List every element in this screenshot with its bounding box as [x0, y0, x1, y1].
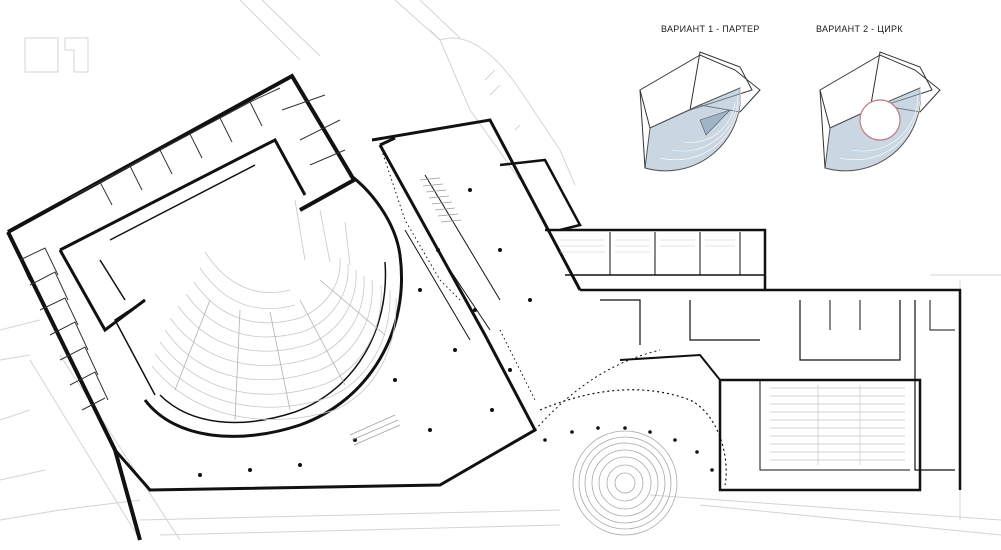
canopy-columns	[543, 426, 714, 472]
variant-2-label: ВАРИАНТ 2 - ЦИРК	[816, 24, 903, 34]
auditorium-shell	[113, 144, 537, 492]
right-hall	[718, 378, 922, 492]
seating-aisles	[174, 279, 386, 421]
right-hall-seating	[770, 385, 905, 465]
foyer-glazing	[379, 144, 536, 401]
right-wing	[545, 228, 962, 490]
right-wing-seating	[560, 239, 735, 253]
left-wing	[6, 73, 357, 541]
variant-1-diagram	[639, 51, 761, 172]
foyer-block	[371, 118, 582, 341]
circular-plaza	[572, 430, 678, 536]
variant-1-label: ВАРИАНТ 1 - ПАРТЕР	[661, 24, 760, 34]
entrance-canopy	[534, 349, 727, 486]
foyer-stairs	[349, 177, 462, 446]
left-wing-rooms	[19, 87, 346, 411]
auditorium-seating	[151, 199, 397, 420]
variant-2-diagram	[819, 51, 941, 172]
foyer-columns	[198, 188, 532, 477]
